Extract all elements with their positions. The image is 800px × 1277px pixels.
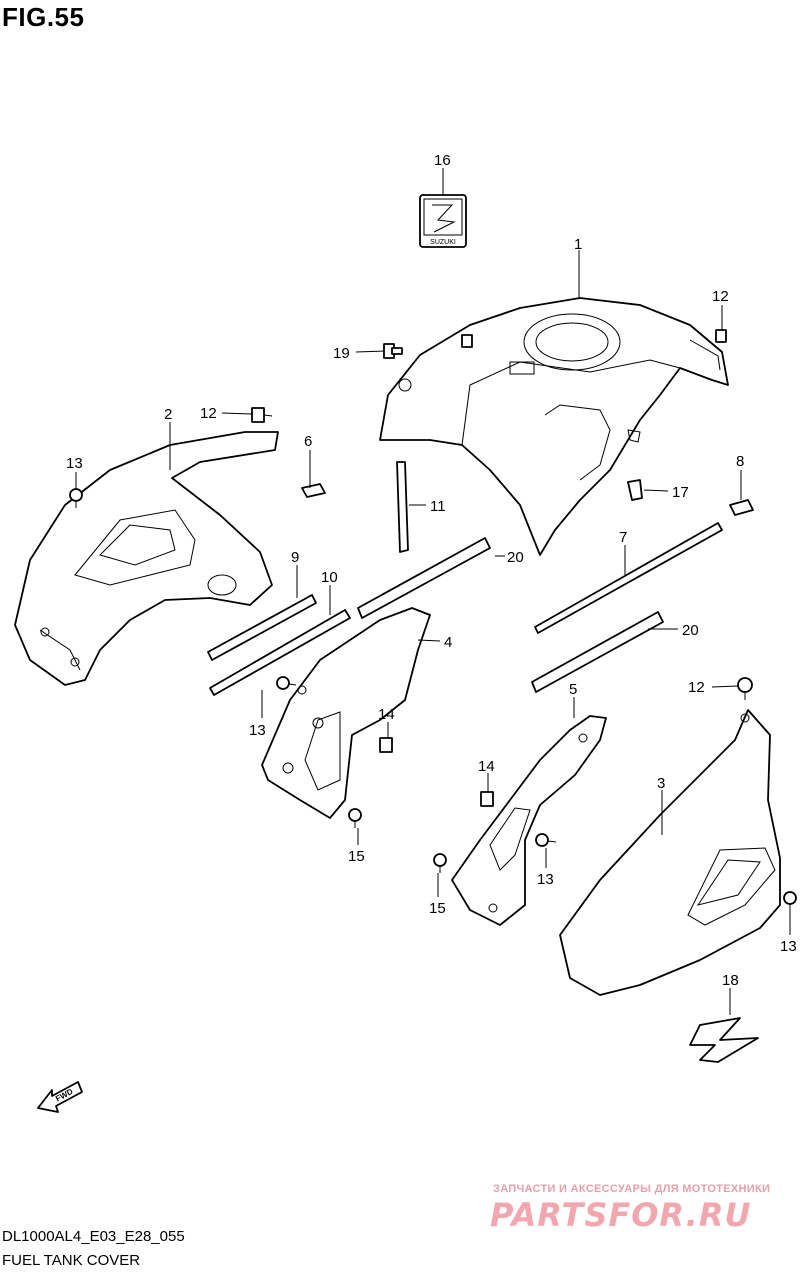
callout-8: 8: [736, 453, 744, 470]
part-1-fuel-tank-cover[interactable]: [379, 297, 729, 556]
part-11-seal-strip[interactable]: [396, 461, 409, 553]
callout-labels: 16 1 12 19 2 12 6 13 8 17 11 7 20 9 10 4…: [66, 152, 797, 989]
part-20-lower-seal-strip[interactable]: [531, 611, 664, 693]
callout-12-right: 12: [688, 679, 705, 696]
part-13-bolt-c[interactable]: [535, 833, 557, 847]
callout-13-mid-left: 13: [249, 722, 266, 739]
callout-5: 5: [569, 681, 577, 698]
callout-18: 18: [722, 972, 739, 989]
part-18-emblem-decal[interactable]: [689, 1017, 759, 1063]
callout-15-right: 15: [429, 900, 446, 917]
callout-1: 1: [574, 236, 582, 253]
figure-label: FIG.55: [2, 2, 85, 32]
part-12-screw-b[interactable]: [715, 329, 727, 343]
callout-13-bottom-right: 13: [780, 938, 797, 955]
part-7-seal-strip[interactable]: [534, 522, 723, 634]
watermark-brand: PARTSFOR.RU: [490, 1196, 752, 1234]
callout-16: 16: [434, 152, 451, 169]
part-15-bolt-b[interactable]: [433, 853, 447, 873]
emblem-text: SUZUKI: [430, 239, 456, 246]
part-20-upper-seal-strip[interactable]: [357, 537, 491, 619]
part-13-bolt-b[interactable]: [276, 676, 297, 690]
part-2-left-front-cover[interactable]: [14, 431, 279, 686]
part-9-seal-strip[interactable]: [207, 594, 317, 661]
leader-lines: [75, 168, 791, 1015]
callout-20-lower: 20: [682, 622, 699, 639]
callout-19: 19: [333, 345, 350, 362]
callout-7: 7: [619, 529, 627, 546]
callout-11: 11: [430, 498, 446, 515]
watermark-tagline: ЗАПЧАСТИ И АКСЕССУАРЫ ДЛЯ МОТОТЕХНИКИ: [493, 1183, 771, 1195]
part-19-screw[interactable]: [383, 343, 403, 359]
callout-2: 2: [164, 406, 172, 423]
part-6-cushion[interactable]: [301, 483, 326, 498]
part-10-seal-strip[interactable]: [209, 609, 351, 696]
callout-4: 4: [444, 634, 452, 651]
callout-3: 3: [657, 775, 665, 792]
part-12-screw-a[interactable]: [251, 407, 273, 423]
part-12-screw-c[interactable]: [737, 677, 753, 700]
callout-20-upper: 20: [507, 549, 524, 566]
callout-14-right: 14: [478, 758, 495, 775]
part-5-right-inner-bracket[interactable]: [451, 715, 607, 926]
forward-direction-arrow: FWD: [37, 1081, 83, 1113]
callout-9: 9: [291, 549, 299, 566]
callout-12-left: 12: [200, 405, 217, 422]
callout-13-mid-right: 13: [537, 871, 554, 888]
part-13-bolt-d[interactable]: [783, 891, 797, 911]
part-14-nut-clip-a[interactable]: [379, 737, 393, 753]
part-15-bolt-a[interactable]: [348, 808, 362, 828]
callout-6: 6: [304, 433, 312, 450]
callout-15-left: 15: [348, 848, 365, 865]
part-17-clip[interactable]: [627, 479, 643, 501]
model-code: DL1000AL4_E03_E28_055: [2, 1228, 185, 1245]
part-16-emblem-badge[interactable]: SUZUKI: [419, 194, 467, 248]
callout-12-top-right: 12: [712, 288, 729, 305]
part-12-screw-d[interactable]: [461, 334, 473, 348]
callout-13-top-left: 13: [66, 455, 83, 472]
part-8-cushion[interactable]: [729, 499, 754, 516]
callout-17: 17: [672, 484, 689, 501]
part-14-nut-clip-b[interactable]: [480, 791, 494, 807]
callout-14-left: 14: [378, 706, 395, 723]
callout-10: 10: [321, 569, 338, 586]
figure-description: FUEL TANK COVER: [2, 1252, 141, 1269]
part-4-left-inner-panel[interactable]: [261, 607, 431, 819]
part-3-right-side-cover[interactable]: [559, 709, 781, 996]
